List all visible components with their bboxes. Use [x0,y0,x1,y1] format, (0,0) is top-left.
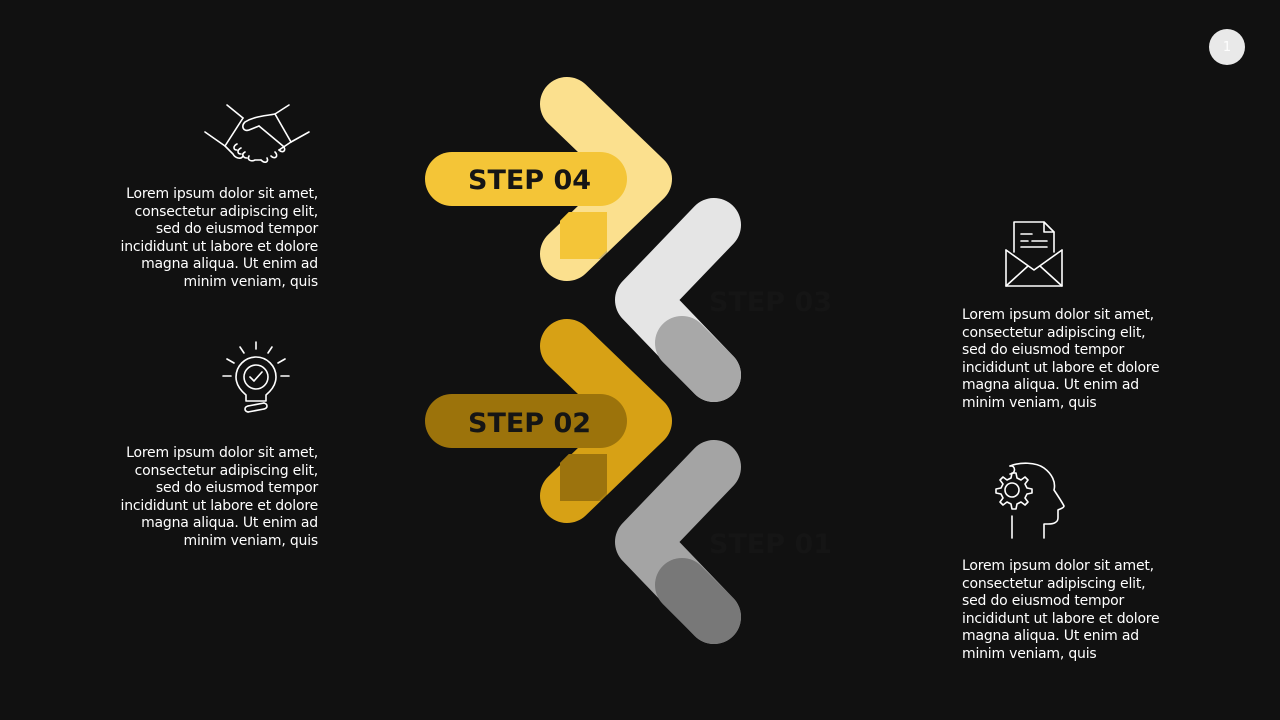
step-04-front-chevron [540,192,627,279]
step-01-front-chevron [655,558,741,644]
step-02-label: STEP 02 [468,408,591,439]
step-01-arrow: STEP 01 [615,440,855,644]
description-text-2: Lorem ipsum dolor sit amet, consectetur … [120,445,319,549]
lightbulb-icon [220,340,292,420]
description-text-4: Lorem ipsum dolor sit amet, consectetur … [962,558,1160,662]
step-03-front-chevron [655,316,741,402]
head-gear-icon [986,460,1076,542]
step-03-label: STEP 03 [709,287,832,318]
envelope-letter-icon [1004,220,1064,290]
step-02-front-chevron [540,434,627,521]
step-01-label: STEP 01 [709,529,832,560]
description-text-1: Lorem ipsum dolor sit amet, consectetur … [120,186,319,290]
step-02-arrow: STEP 02 [425,319,672,523]
page-number-badge: 1 [1209,29,1245,65]
handshake-icon [203,102,311,168]
step-04-arrow: STEP 04 [425,77,672,281]
description-text-3: Lorem ipsum dolor sit amet, consectetur … [962,307,1160,411]
step-04-label: STEP 04 [468,165,591,196]
step-03-arrow: STEP 03 [615,198,855,402]
